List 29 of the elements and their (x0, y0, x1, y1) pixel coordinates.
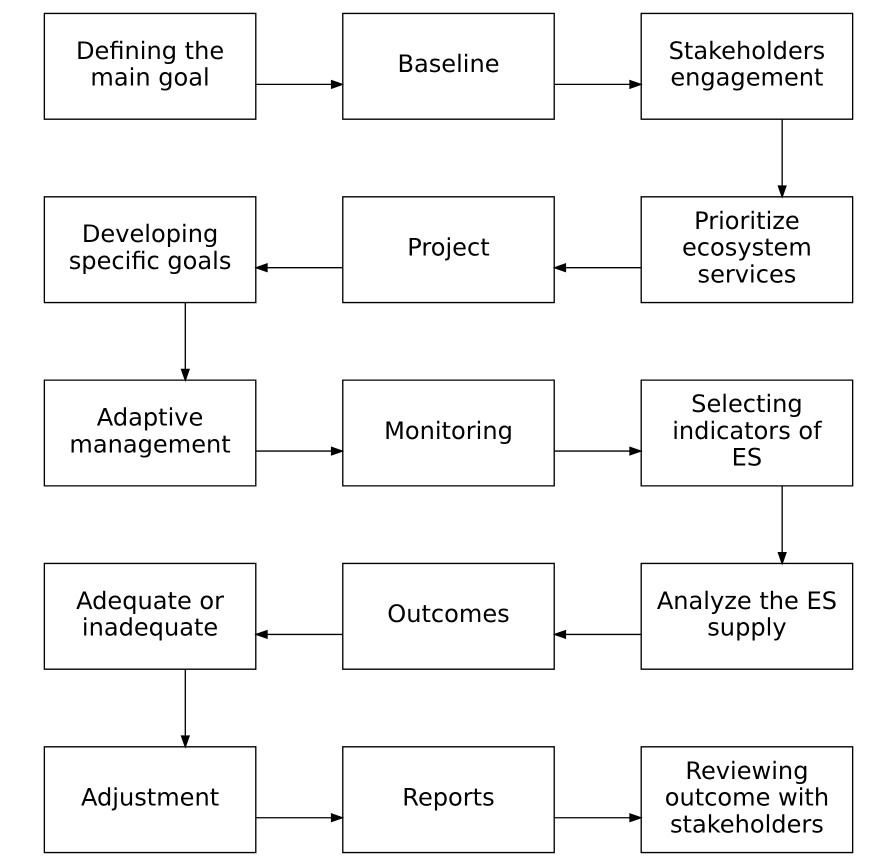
node-box: Reviewing outcome with stakeholders (640, 746, 853, 854)
node-box: Adequate or inadequate (43, 562, 256, 670)
arrow (776, 119, 786, 199)
node-box: Adaptive management (43, 379, 256, 487)
arrow (552, 630, 640, 640)
arrow (256, 446, 344, 456)
arrow (554, 80, 642, 90)
arrow (554, 813, 642, 822)
node-box: Stakeholders engagement (640, 12, 853, 120)
arrow (776, 486, 786, 566)
node-box: Defining the main goal (43, 12, 256, 120)
node-box: Outcomes (342, 562, 554, 670)
arrow (254, 263, 342, 272)
arrow (254, 630, 342, 640)
node-box: Developing specific goals (43, 196, 256, 304)
arrow (256, 80, 344, 90)
node-box: Reports (342, 746, 554, 854)
node-box: Baseline (342, 12, 554, 120)
node-box: Project (342, 196, 554, 304)
node-box: Adjustment (43, 746, 256, 854)
arrow (180, 302, 190, 382)
arrow (256, 813, 344, 822)
arrow (552, 263, 640, 272)
arrow (180, 669, 190, 749)
arrow (554, 446, 642, 456)
node-box: Selecting indicators of ES (640, 379, 853, 487)
node-box: Prioritize ecosystem services (640, 196, 853, 304)
node-box: Monitoring (342, 379, 554, 487)
node-box: Analyze the ES supply (640, 562, 853, 670)
